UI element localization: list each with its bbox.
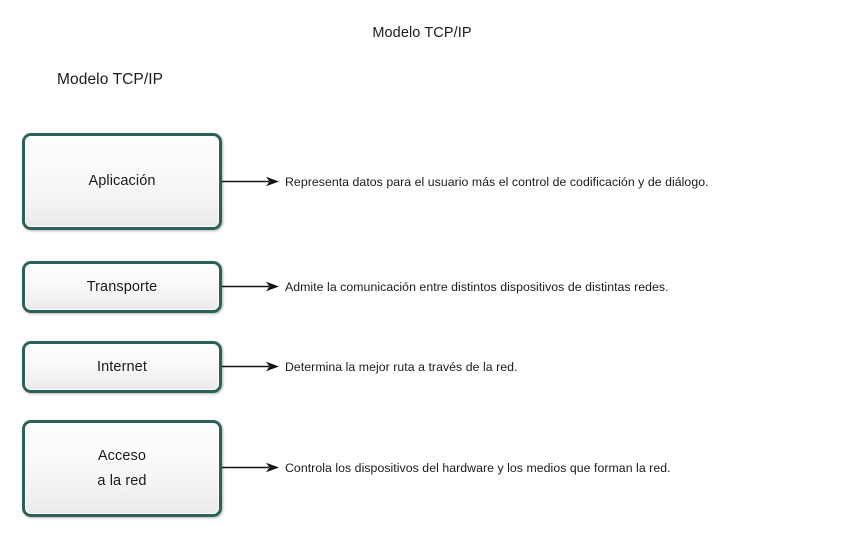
layer-description-application: Representa datos para el usuario más el …: [285, 175, 709, 189]
layer-label-application: Aplicación: [88, 173, 156, 189]
layer-box-transport[interactable]: Transporte: [22, 261, 222, 313]
arrow-right-icon-internet: [222, 361, 280, 372]
arrow-right-icon-transport: [222, 281, 280, 292]
layer-label-transport: Transporte: [86, 278, 158, 295]
layer-description-transport: Admite la comunicación entre distintos d…: [285, 280, 669, 294]
arrow-right-icon-application: [222, 176, 280, 187]
layer-description-network-access: Controla los dispositivos del hardware y…: [285, 461, 671, 475]
diagram-title-left: Modelo TCP/IP: [57, 71, 164, 88]
layer-box-internet[interactable]: Internet: [22, 341, 222, 393]
layer-description-internet: Determina la mejor ruta a través de la r…: [285, 360, 518, 374]
layer-box-network-access[interactable]: Acceso a la red: [22, 420, 222, 517]
arrow-right-icon-network-access: [222, 462, 280, 473]
diagram-title-top: Modelo TCP/IP: [372, 25, 472, 41]
layer-label-network-access: Acceso a la red: [97, 447, 147, 489]
layer-box-application[interactable]: Aplicación: [22, 133, 222, 230]
layer-label-internet: Internet: [97, 358, 147, 375]
